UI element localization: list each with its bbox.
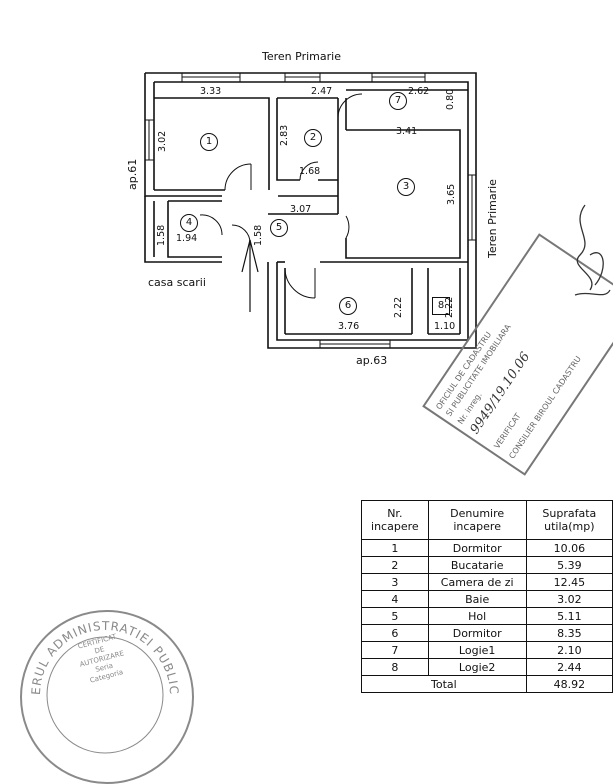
table-row: 5 Hol 5.11 xyxy=(361,607,613,625)
cell-area: 2.10 xyxy=(525,641,613,659)
table-header-row: Nr. incapere Denumire incapere Suprafata… xyxy=(361,500,613,540)
cell-name: Hol xyxy=(427,607,527,625)
dim-room5-height: 1.58 xyxy=(253,224,264,246)
table-row: 2 Bucatarie 5.39 xyxy=(361,556,613,574)
dim-room2-bottom: 1.68 xyxy=(299,166,321,177)
room-number-2: 2 xyxy=(304,129,322,147)
header-nr: Nr. incapere xyxy=(361,500,429,540)
room-number-1: 1 xyxy=(200,133,218,151)
dim-room3-width: 3.41 xyxy=(396,126,418,137)
cell-nr: 6 xyxy=(361,624,429,642)
table-row: 8 Logie2 2.44 xyxy=(361,658,613,676)
dim-room3-height: 3.65 xyxy=(446,183,457,205)
cell-name: Dormitor xyxy=(427,539,527,557)
dim-room5-width: 3.07 xyxy=(290,204,312,215)
dim-room6-width: 3.76 xyxy=(338,321,360,332)
room-number-3: 3 xyxy=(397,178,415,196)
cell-nr: 5 xyxy=(361,607,429,625)
room-number-7: 7 xyxy=(389,92,407,110)
table-row: 1 Dormitor 10.06 xyxy=(361,539,613,557)
cell-area: 10.06 xyxy=(525,539,613,557)
cell-name: Camera de zi xyxy=(427,573,527,591)
dim-room7-width: 2.62 xyxy=(408,86,430,97)
dim-room2-height: 2.83 xyxy=(279,124,290,146)
dim-room7-height: 0.80 xyxy=(445,88,456,110)
room-number-4: 4 xyxy=(180,214,198,232)
total-label: Total xyxy=(361,675,527,693)
total-value: 48.92 xyxy=(525,675,613,693)
label-ap61: ap.61 xyxy=(126,158,139,190)
cell-name: Logie1 xyxy=(427,641,527,659)
room-area-table: Nr. incapere Denumire incapere Suprafata… xyxy=(361,500,613,693)
cell-nr: 2 xyxy=(361,556,429,574)
dim-room4-height: 1.58 xyxy=(156,224,167,246)
cell-nr: 4 xyxy=(361,590,429,608)
room-number-8: 8 xyxy=(432,297,450,315)
label-teren-primarie-top: Teren Primarie xyxy=(262,50,341,63)
floor-plan xyxy=(144,72,477,349)
label-ap63: ap.63 xyxy=(356,354,388,367)
room-number-5: 5 xyxy=(270,219,288,237)
official-seal: ERUL ADMINISTRATIEI PUBLICE CERTIFICAT D… xyxy=(20,610,194,784)
header-denumire: Denumire incapere xyxy=(427,500,527,540)
dim-room4-width: 1.94 xyxy=(176,233,198,244)
dim-room8-width: 1.10 xyxy=(434,321,456,332)
cell-name: Bucatarie xyxy=(427,556,527,574)
cell-area: 3.02 xyxy=(525,590,613,608)
cell-nr: 1 xyxy=(361,539,429,557)
cell-nr: 3 xyxy=(361,573,429,591)
table-row: 4 Baie 3.02 xyxy=(361,590,613,608)
cell-nr: 8 xyxy=(361,658,429,676)
cell-area: 5.11 xyxy=(525,607,613,625)
cell-area: 2.44 xyxy=(525,658,613,676)
signature xyxy=(574,204,611,296)
dim-room2-width: 2.47 xyxy=(311,86,333,97)
dim-room1-height: 3.02 xyxy=(157,130,168,152)
label-casa-scarii: casa scarii xyxy=(148,276,206,289)
dim-room6-height: 2.22 xyxy=(393,296,404,318)
table-row: 6 Dormitor 8.35 xyxy=(361,624,613,642)
cell-nr: 7 xyxy=(361,641,429,659)
cell-area: 12.45 xyxy=(525,573,613,591)
dim-room8-height: 2.22 xyxy=(444,296,455,318)
cell-area: 8.35 xyxy=(525,624,613,642)
label-teren-primarie-right: Teren Primarie xyxy=(486,179,499,258)
cell-name: Baie xyxy=(427,590,527,608)
table-row: 7 Logie1 2.10 xyxy=(361,641,613,659)
cell-name: Dormitor xyxy=(427,624,527,642)
dim-room1-width: 3.33 xyxy=(200,86,222,97)
table-row: 3 Camera de zi 12.45 xyxy=(361,573,613,591)
room-number-6: 6 xyxy=(339,297,357,315)
cell-area: 5.39 xyxy=(525,556,613,574)
header-suprafata: Suprafata utila(mp) xyxy=(525,500,613,540)
table-total-row: Total 48.92 xyxy=(361,675,613,693)
cell-name: Logie2 xyxy=(427,658,527,676)
